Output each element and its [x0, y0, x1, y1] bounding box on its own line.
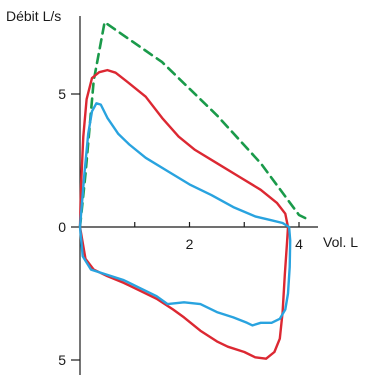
x-tick-label: 2: [186, 236, 194, 252]
series-line-0: [78, 20, 309, 229]
y-axis-label: Débit L/s: [6, 8, 61, 24]
y-tick-label: 5: [58, 86, 66, 102]
series-line-1: [78, 68, 290, 360]
x-axis-label: Vol. L: [323, 234, 358, 250]
x-tick-label: 4: [295, 236, 303, 252]
y-tick-label: 0: [58, 219, 66, 235]
axis-ticks: 2 4 5 0 5: [58, 86, 303, 368]
y-tick-label: 5: [58, 352, 66, 368]
series-layer: [78, 20, 309, 360]
series-line-2: [78, 102, 292, 327]
